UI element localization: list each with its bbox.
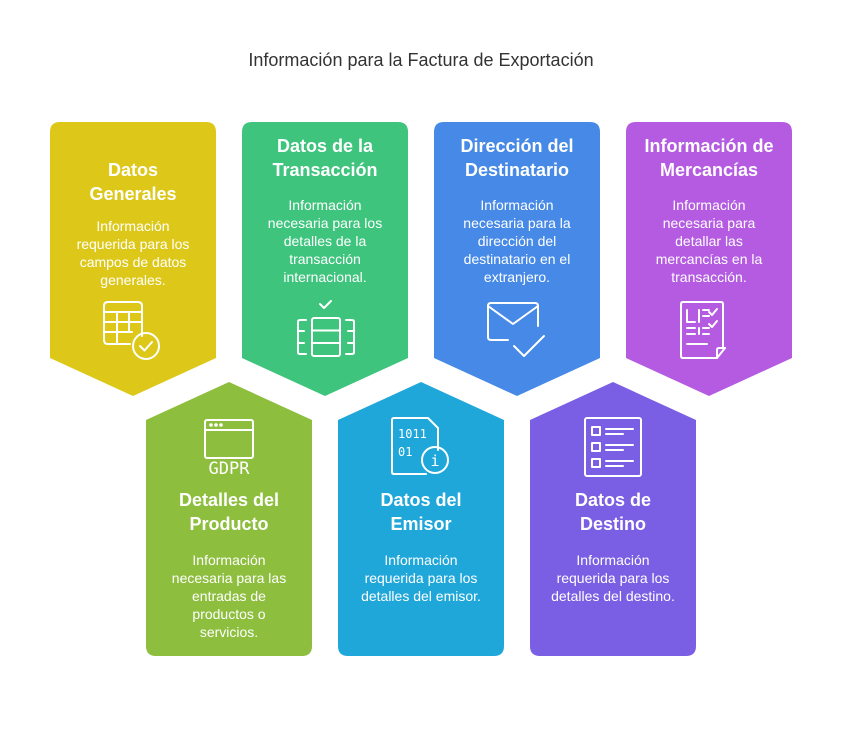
icon-binary-row-2: 01 <box>398 445 412 459</box>
card-datos-transaccion: Datos de la Transacción Información nece… <box>242 122 408 396</box>
card-heading-line-1: Dirección del <box>460 136 574 156</box>
database-check-icon <box>297 300 355 357</box>
card-heading-line-1: Datos del <box>380 490 462 510</box>
diagram-title: Información para la Factura de Exportaci… <box>248 50 594 70</box>
card-heading-line-1: Detalles del <box>178 490 280 510</box>
card-heading-line-2: Destino <box>579 514 646 534</box>
card-heading: Información de Mercancías <box>626 134 792 182</box>
card-shape <box>530 382 696 656</box>
card-heading: Datos de Destino <box>530 488 696 536</box>
card-description: Información necesaria para los detalles … <box>267 197 383 285</box>
card-direccion-destinatario: Dirección del Destinatario Información n… <box>434 122 600 396</box>
card-heading: Datos Generales <box>50 158 216 206</box>
card-description: Información requerida para los campos de… <box>76 218 190 288</box>
card-heading: Detalles del Producto <box>146 488 312 536</box>
card-heading-line-1: Datos de <box>574 490 652 510</box>
card-heading: Datos de la Transacción <box>242 134 408 182</box>
card-heading-line-2: Mercancías <box>659 160 759 180</box>
icon-info-letter: i <box>430 452 439 470</box>
card-shape <box>338 382 504 656</box>
card-detalles-producto: GDPR Detalles del Producto Información n… <box>146 382 312 656</box>
card-description: Información necesaria para detallar las … <box>655 197 763 285</box>
card-datos-generales: Datos Generales Información requerida pa… <box>50 122 216 396</box>
card-informacion-mercancias: Información de Mercancías Información ne… <box>626 122 792 396</box>
envelope-check-icon <box>487 302 545 357</box>
card-heading-line-2: Destinatario <box>464 160 570 180</box>
card-datos-destino: Datos de Destino Información requerida p… <box>530 382 696 656</box>
icon-binary-row-1: 1011 <box>398 427 427 441</box>
card-heading: Dirección del Destinatario <box>434 134 600 182</box>
card-shape <box>626 122 792 396</box>
card-heading-line-1: Datos de la <box>276 136 374 156</box>
card-heading-line-1: Información de <box>644 136 774 156</box>
table-check-icon <box>103 301 160 360</box>
binary-file-info-icon: 1011 01 i <box>391 417 449 475</box>
card-description: Información necesaria para la dirección … <box>463 197 571 285</box>
card-description: Información requerida para los detalles … <box>551 552 675 604</box>
card-shape <box>434 122 600 396</box>
card-description: Información necesaria para las entradas … <box>171 552 287 640</box>
checklist-icon <box>584 417 642 477</box>
card-heading-line-2: Producto <box>189 514 269 534</box>
document-checklist-icon <box>680 301 726 359</box>
card-heading-line-2: Emisor <box>390 514 452 534</box>
icon-label: GDPR <box>209 459 251 476</box>
card-heading-line-2: Transacción <box>272 160 378 180</box>
card-shape <box>242 122 408 396</box>
card-datos-emisor: 1011 01 i Datos del Emisor Información r… <box>338 382 504 656</box>
card-shape <box>50 122 216 396</box>
card-heading-line-2: Generales <box>89 184 177 204</box>
card-description: Información requerida para los detalles … <box>361 552 481 604</box>
card-heading: Datos del Emisor <box>338 488 504 536</box>
card-shape <box>146 382 312 656</box>
gdpr-browser-icon: GDPR <box>204 419 254 476</box>
card-heading-line-1: Datos <box>107 160 158 180</box>
